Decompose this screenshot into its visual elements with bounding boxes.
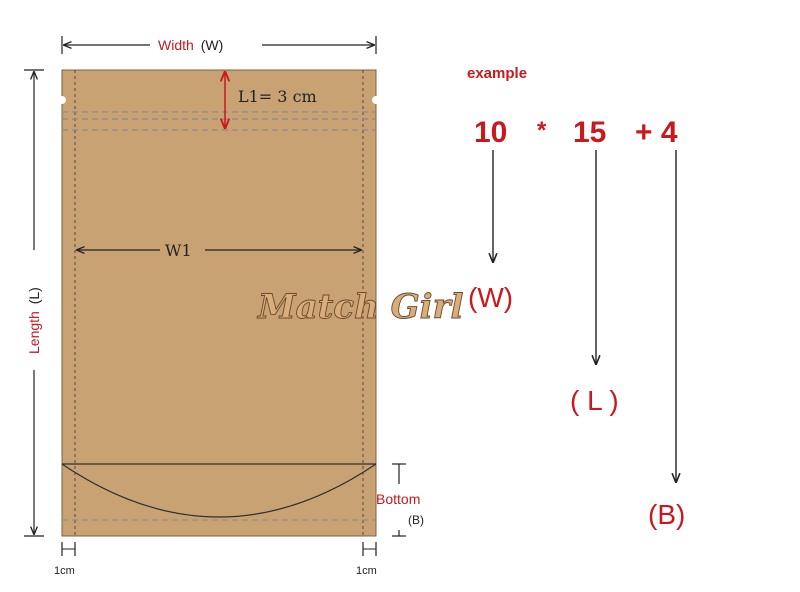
width-label: Width [158, 37, 194, 53]
example-bottom-result: (B) [648, 499, 685, 530]
hang-hole-left [58, 96, 66, 104]
length-symbol: (L) [26, 287, 42, 304]
margin-left-label: 1cm [54, 565, 75, 577]
example-width-value: 10 [474, 116, 507, 149]
bottom-symbol: (B) [408, 513, 424, 527]
example-times: * [537, 117, 547, 144]
width-symbol: (W) [201, 37, 224, 53]
watermark: Match Girl [257, 287, 463, 327]
example-length-result: ( L ) [570, 385, 619, 416]
example-heading: example [467, 65, 527, 82]
bottom-gusset-curve [61, 463, 377, 518]
example-width-result: (W) [468, 282, 513, 313]
hang-hole-right [372, 96, 380, 104]
example-plus-bottom: + 4 [635, 116, 678, 149]
example-length-value: 15 [573, 116, 606, 149]
svg-text:Length (L): Length (L) [26, 287, 42, 354]
l1-label: L1= 3 cm [238, 87, 317, 106]
svg-text:Width (W): Width (W) [158, 37, 223, 53]
bag-body [61, 69, 377, 537]
margin-right-label: 1cm [356, 565, 377, 577]
w1-label: W1 [165, 241, 192, 260]
length-label: Length [26, 311, 42, 354]
bottom-label: Bottom [376, 491, 420, 507]
